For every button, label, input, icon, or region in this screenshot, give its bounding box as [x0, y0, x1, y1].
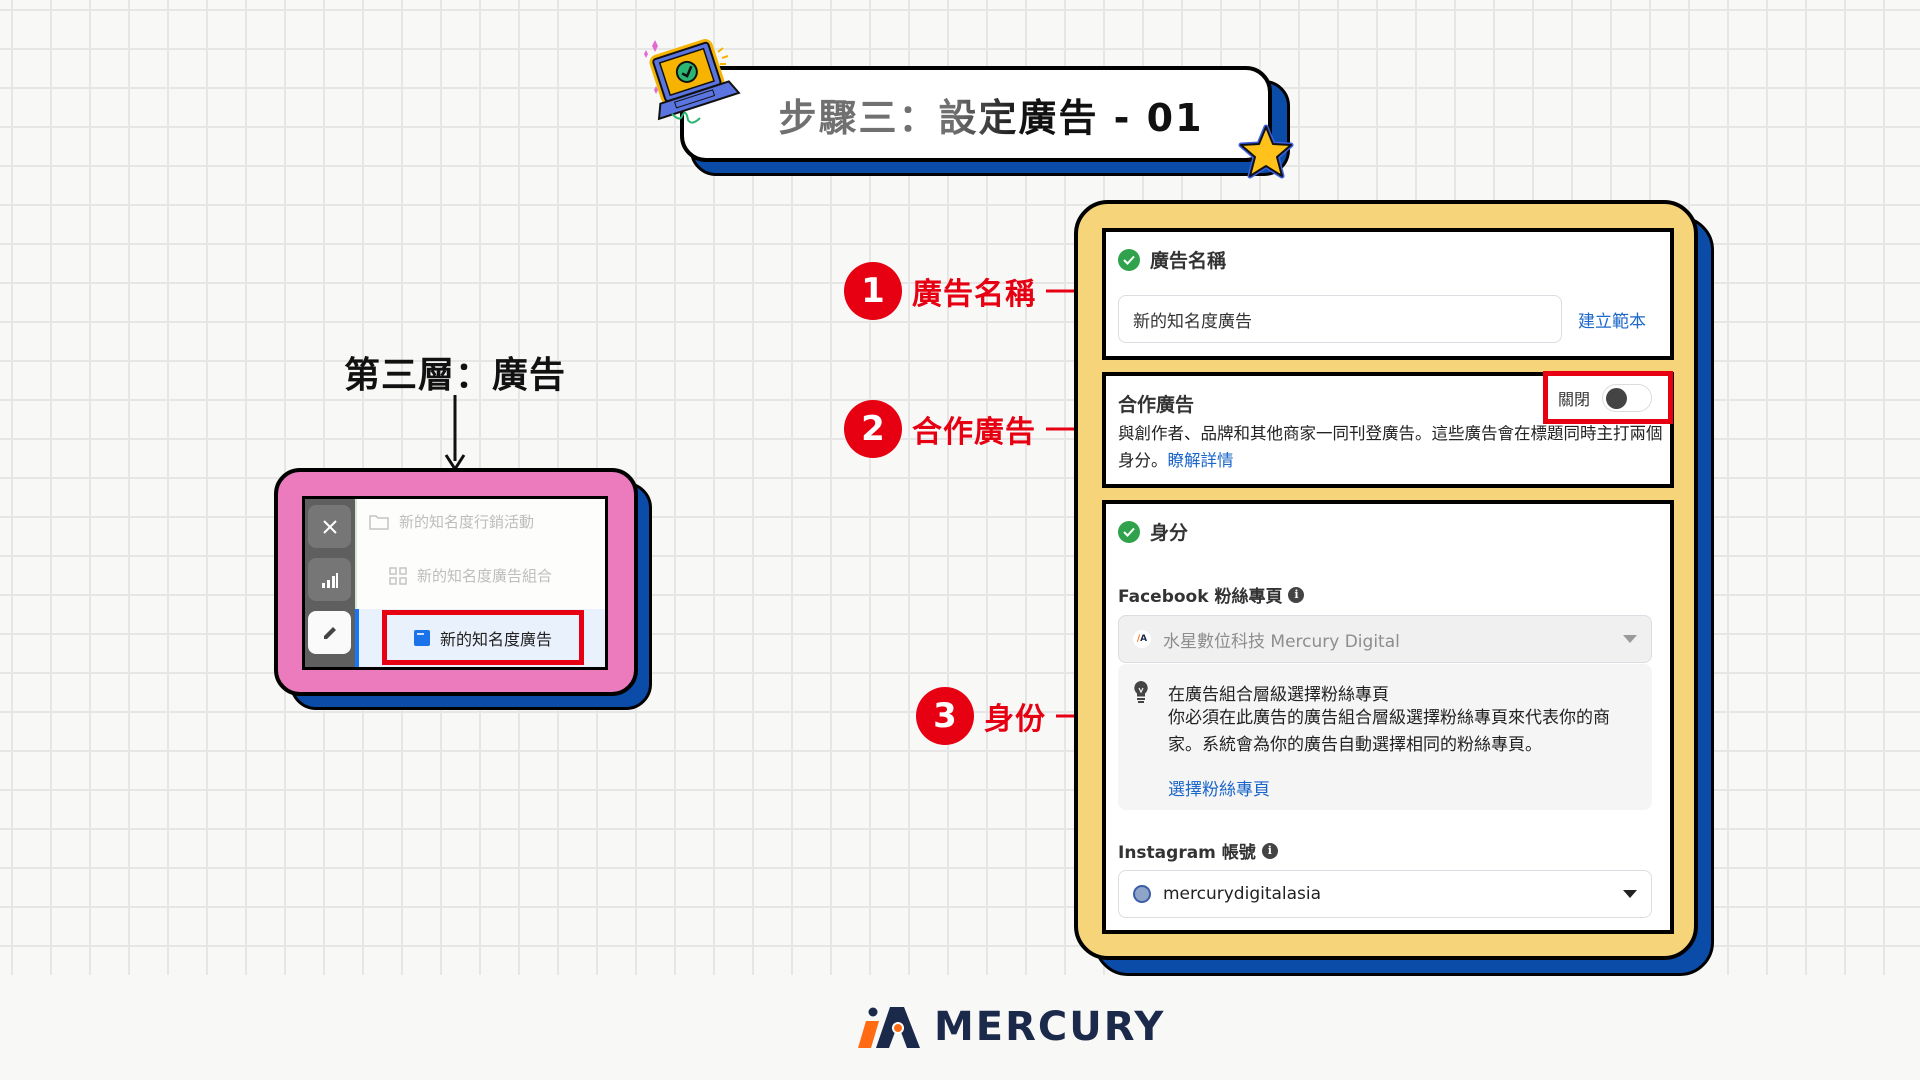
identity-section: 身分 Facebook 粉絲專頁 i /A 水星數位科技 Mercury Dig… — [1102, 500, 1674, 934]
caret-down-icon — [1623, 635, 1637, 643]
select-page-link[interactable]: 選擇粉絲專頁 — [1168, 780, 1270, 800]
callout-label: 廣告名稱 — [912, 277, 1036, 312]
tree-item-label: 新的知名度廣告組合 — [417, 567, 553, 585]
info-icon[interactable]: i — [1288, 586, 1305, 603]
ad-name-header: 廣告名稱 — [1118, 246, 1226, 273]
identity-header: 身分 — [1118, 518, 1188, 545]
down-arrow-icon — [444, 395, 466, 471]
check-circle-icon — [1118, 248, 1140, 271]
close-icon — [322, 519, 337, 534]
tree-item-campaign[interactable]: 新的知名度行銷活動 — [369, 511, 534, 532]
learn-more-link[interactable]: 瞭解詳情 — [1167, 451, 1234, 470]
toggle-label: 關閉 — [1558, 389, 1591, 409]
instagram-account-select[interactable]: mercurydigitalasia — [1118, 870, 1652, 918]
chart-button[interactable] — [308, 558, 351, 601]
page-title: 步驟三：設定廣告 - 01 — [748, 87, 1203, 142]
partnership-ad-section: 合作廣告 與創作者、品牌和其他商家一同刊登廣告。這些廣告會在標題同時主打兩個身分… — [1102, 372, 1674, 488]
instagram-account-label: Instagram 帳號 i — [1118, 838, 1278, 863]
section-title: 廣告名稱 — [1150, 250, 1227, 272]
brand-name: MERCURY — [934, 1004, 1166, 1050]
tree-divider — [355, 499, 357, 609]
pencil-icon — [323, 626, 336, 639]
mercury-logo: MERCURY — [856, 1004, 1165, 1050]
toggle-knob — [1606, 387, 1628, 409]
check-circle-icon — [1118, 520, 1140, 543]
partnership-toggle[interactable] — [1602, 383, 1653, 412]
page-avatar-icon: /A — [1133, 630, 1151, 648]
section-title: 合作廣告 — [1118, 394, 1195, 416]
chart-bar-icon — [321, 572, 338, 588]
select-value: 水星數位科技 Mercury Digital — [1163, 631, 1400, 652]
callout-number: 1 — [844, 262, 902, 320]
tree-item-adset[interactable]: 新的知名度廣告組合 — [389, 565, 552, 586]
tree-item-label: 新的知名度行銷活動 — [399, 513, 535, 531]
ad-name-section: 廣告名稱 新的知名度廣告 建立範本 — [1102, 228, 1674, 360]
ad-name-input[interactable]: 新的知名度廣告 — [1118, 295, 1562, 343]
edit-button[interactable] — [308, 611, 351, 654]
callout-3: 3 身份 — [916, 687, 1112, 745]
folder-icon — [369, 514, 389, 530]
facebook-page-select[interactable]: /A 水星數位科技 Mercury Digital — [1118, 615, 1652, 663]
caret-down-icon — [1623, 890, 1637, 898]
selected-row-bg — [355, 609, 605, 667]
callout-label: 身份 — [984, 702, 1046, 737]
lightbulb-icon — [1134, 681, 1148, 703]
callout-number: 2 — [844, 400, 902, 458]
select-value: mercurydigitalasia — [1163, 884, 1322, 904]
partnership-description: 與創作者、品牌和其他商家一同刊登廣告。這些廣告會在標題同時主打兩個身分。瞭解詳情 — [1118, 420, 1666, 474]
close-button[interactable] — [308, 505, 351, 548]
tree-item-label: 新的知名度廣告 — [439, 629, 552, 649]
grid-icon — [389, 566, 407, 585]
layer-title: 第三層：廣告 — [343, 355, 566, 396]
partnership-toggle-highlight: 關閉 — [1543, 371, 1673, 424]
tree-item-ad-highlight[interactable]: 新的知名度廣告 — [382, 610, 584, 665]
callout-number: 3 — [916, 687, 974, 745]
ad-icon — [413, 629, 430, 646]
tree-sidebar — [305, 499, 355, 667]
instagram-avatar-icon — [1133, 885, 1151, 903]
tip-body: 你必須在此廣告的廣告組合層級選擇粉絲專頁來代表你的商家。系統會為你的廣告自動選擇… — [1168, 708, 1610, 755]
tip-title: 在廣告組合層級選擇粉絲專頁 — [1168, 685, 1389, 705]
create-template-link[interactable]: 建立範本 — [1578, 312, 1646, 332]
callout-2: 2 合作廣告 — [844, 400, 1102, 458]
info-icon[interactable]: i — [1261, 842, 1278, 859]
label-text: Facebook 粉絲專頁 — [1118, 587, 1283, 607]
callout-label: 合作廣告 — [912, 415, 1036, 450]
star-icon — [1238, 124, 1294, 179]
section-title: 身分 — [1150, 522, 1189, 544]
facebook-page-label: Facebook 粉絲專頁 i — [1118, 582, 1305, 607]
label-text: Instagram 帳號 — [1118, 843, 1256, 863]
tip-box: 在廣告組合層級選擇粉絲專頁 你必須在此廣告的廣告組合層級選擇粉絲專頁來代表你的商… — [1118, 664, 1652, 810]
ads-manager-tree: 新的知名度行銷活動 新的知名度廣告組合 — [302, 496, 608, 670]
title-banner: 步驟三：設定廣告 - 01 — [680, 66, 1272, 162]
mercury-logo-icon — [858, 1007, 920, 1048]
callout-1: 1 廣告名稱 — [844, 262, 1102, 320]
laptop-check-icon — [644, 39, 741, 124]
description-text: 與創作者、品牌和其他商家一同刊登廣告。這些廣告會在標題同時主打兩個身分。 — [1118, 424, 1663, 470]
